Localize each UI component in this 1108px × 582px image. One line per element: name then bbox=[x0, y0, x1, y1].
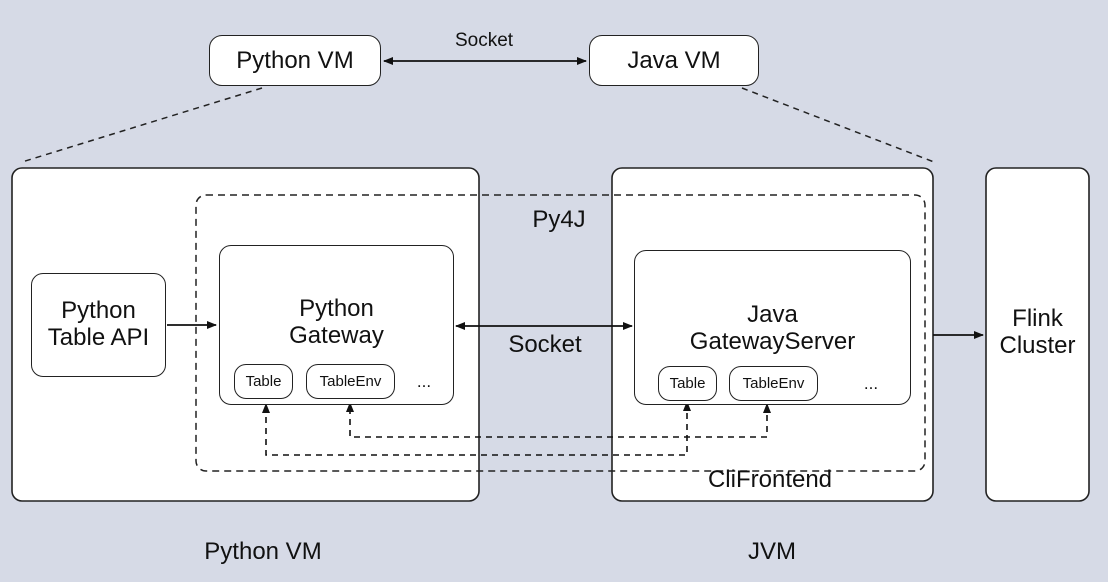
top-python-vm-label: Python VM bbox=[236, 46, 354, 74]
flink-cluster-box bbox=[985, 167, 1090, 502]
top-java-vm-box: Java VM bbox=[589, 35, 759, 86]
java-gatewayserver-title: Java GatewayServer bbox=[689, 301, 856, 355]
java-table-item: Table bbox=[658, 366, 717, 401]
python-table-api-box: Python Table API bbox=[31, 273, 166, 377]
python-table-item-label: Table bbox=[245, 373, 282, 390]
python-vm-container-label: Python VM bbox=[204, 538, 322, 565]
python-more-items: ... bbox=[416, 372, 432, 391]
java-more-items: ... bbox=[863, 374, 879, 393]
table-reference-path bbox=[262, 401, 691, 456]
flink-cluster-label: Flink Cluster bbox=[999, 305, 1076, 359]
python-gateway-title: Python Gateway bbox=[289, 295, 384, 349]
python-tableenv-item: TableEnv bbox=[306, 364, 395, 399]
java-table-item-label: Table bbox=[669, 375, 706, 392]
java-tableenv-item: TableEnv bbox=[729, 366, 818, 401]
top-socket-label: Socket bbox=[454, 30, 514, 51]
top-java-vm-label: Java VM bbox=[627, 46, 721, 74]
top-python-vm-box: Python VM bbox=[209, 35, 381, 86]
py4j-label: Py4J bbox=[532, 206, 586, 233]
python-tableenv-item-label: TableEnv bbox=[319, 373, 382, 390]
java-vm-zoom-line bbox=[741, 87, 935, 163]
py4j-region bbox=[195, 194, 926, 472]
java-tableenv-item-label: TableEnv bbox=[742, 375, 805, 392]
python-vm-zoom-line bbox=[21, 87, 263, 163]
python-table-item: Table bbox=[234, 364, 293, 399]
python-table-api-label: Python Table API bbox=[47, 297, 150, 351]
clifrontend-label: CliFrontend bbox=[707, 466, 833, 493]
tableenv-reference-path bbox=[346, 402, 771, 438]
jvm-container-label: JVM bbox=[748, 538, 796, 565]
gateway-socket-label: Socket bbox=[508, 331, 582, 358]
